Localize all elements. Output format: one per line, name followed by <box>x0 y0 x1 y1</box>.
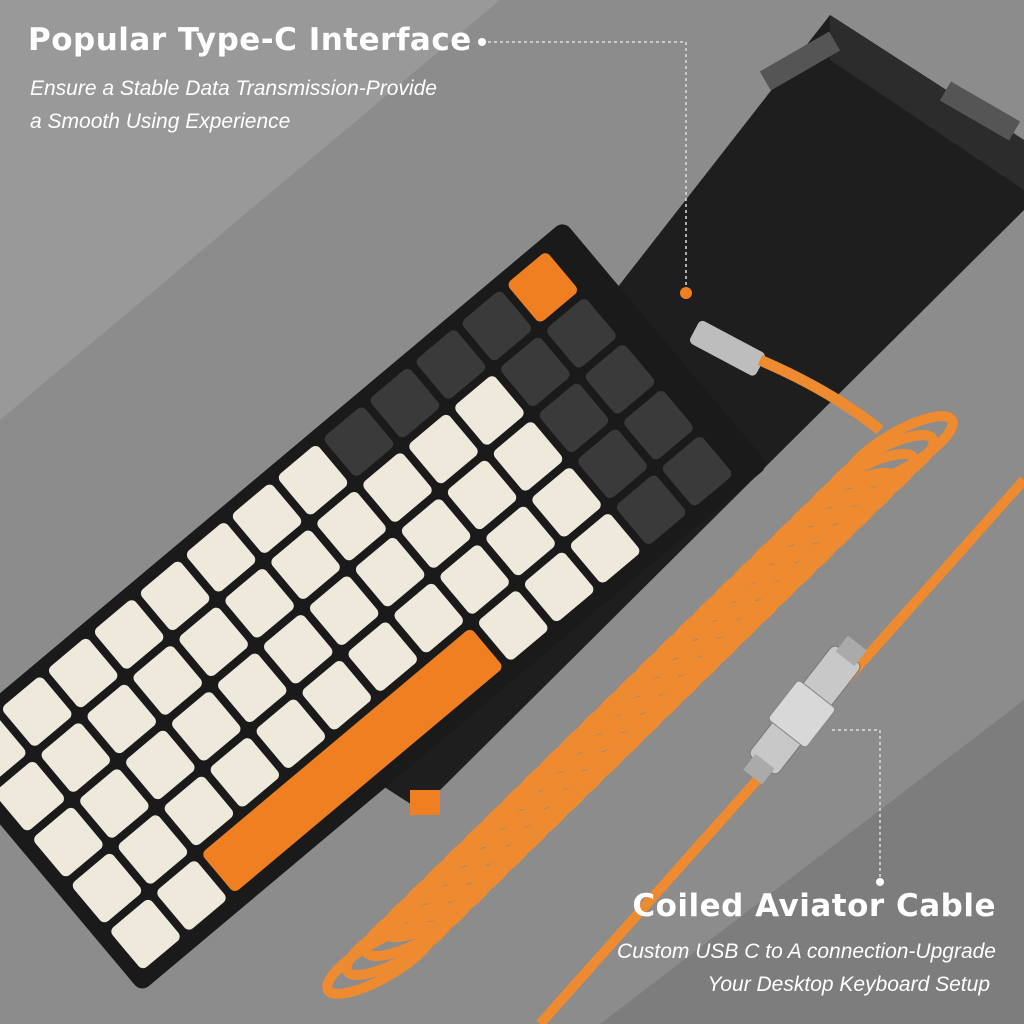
keycap <box>48 638 118 708</box>
keycap <box>133 646 202 715</box>
keycap <box>394 583 463 653</box>
keycap <box>0 715 26 785</box>
bottom-callout-subtitle-line2: Your Desktop Keyboard Setup <box>707 973 990 996</box>
keycap <box>616 475 686 544</box>
callout-line-bottom <box>832 729 881 880</box>
keycap <box>662 437 732 506</box>
keycap <box>416 330 486 399</box>
keycap <box>264 615 333 684</box>
keycap <box>172 692 241 761</box>
keycap <box>126 730 195 800</box>
keycap <box>539 383 609 453</box>
keycap <box>508 253 577 322</box>
keycap <box>479 591 548 660</box>
keycap <box>278 446 348 515</box>
keycap <box>447 460 517 530</box>
keycap <box>232 484 302 553</box>
keycap <box>570 514 640 583</box>
cable-coil <box>322 921 438 999</box>
top-callout-title: Popular Type-C Interface <box>28 22 472 58</box>
keycap <box>624 391 693 460</box>
keycap <box>547 299 616 368</box>
keycap <box>455 376 524 445</box>
keycap <box>317 491 386 561</box>
keycap <box>309 576 379 645</box>
usb-c-connector-icon <box>689 320 884 435</box>
keycap <box>462 291 532 361</box>
keycap <box>3 677 72 746</box>
keycap <box>578 429 647 498</box>
coiled-cable <box>322 411 958 999</box>
keycap <box>363 453 432 522</box>
top-callout-subtitle-line1: Ensure a Stable Data Transmission-Provid… <box>30 77 437 100</box>
keycap <box>493 422 563 491</box>
keycap <box>370 368 440 438</box>
keyboard <box>0 224 766 989</box>
keycap <box>525 552 594 622</box>
keycap <box>501 337 570 407</box>
keycap <box>271 530 340 599</box>
keycap <box>225 569 294 638</box>
bottom-callout-title: Coiled Aviator Cable <box>632 888 996 924</box>
top-callout-subtitle-line2: a Smooth Using Experience <box>30 110 291 133</box>
keycap <box>186 523 256 592</box>
keycap <box>87 684 156 754</box>
keycap <box>532 468 601 537</box>
aviator-connector-icon <box>743 635 867 785</box>
keycap <box>157 861 226 930</box>
keycap <box>355 537 425 607</box>
keycap <box>401 499 471 568</box>
keycap <box>111 899 180 969</box>
keycap <box>440 545 509 614</box>
keycap <box>256 699 325 768</box>
bottom-callout-subtitle-line1: Custom USB C to A connection-Upgrade <box>617 940 996 963</box>
keycap <box>94 600 164 669</box>
keycap <box>203 629 502 892</box>
keycap <box>164 776 234 846</box>
keycap <box>210 738 280 807</box>
keycap <box>486 506 555 576</box>
keycap <box>72 853 142 923</box>
keycap <box>324 407 394 476</box>
keycap <box>0 761 64 831</box>
keycap <box>118 815 188 884</box>
keycap <box>179 607 248 677</box>
keycap <box>41 723 110 792</box>
keycap <box>585 345 655 414</box>
keycap <box>348 622 417 691</box>
keycap <box>302 661 371 730</box>
keycap <box>409 414 478 484</box>
keycap <box>34 807 103 877</box>
keycap <box>140 561 210 631</box>
keycap <box>80 769 149 838</box>
callout-line-top <box>482 41 687 290</box>
keycap <box>218 653 287 722</box>
